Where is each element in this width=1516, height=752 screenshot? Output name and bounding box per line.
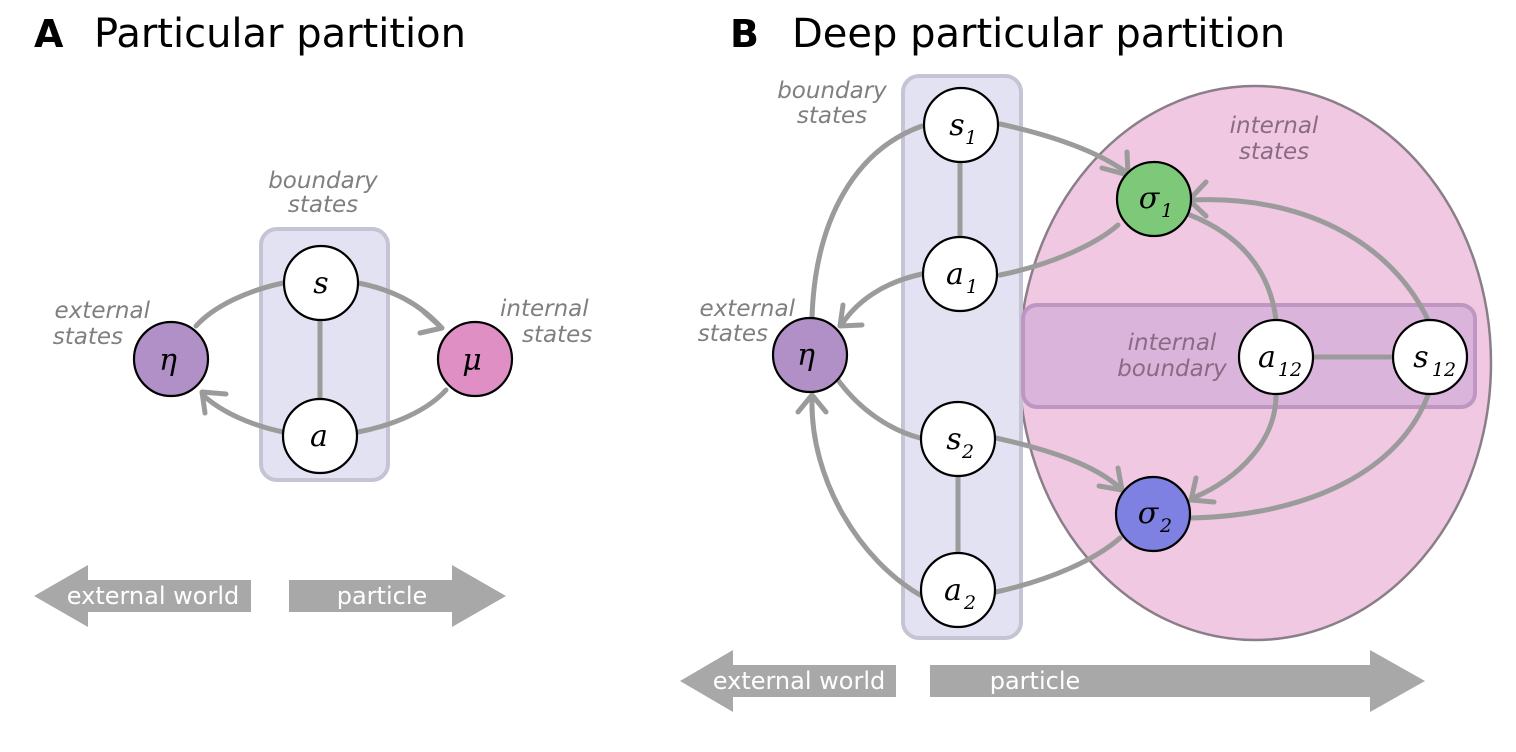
panel-b-node-a1-label: a [946, 257, 964, 292]
panel-b-edge-eta-s2 [835, 377, 923, 441]
panel-a-node-s-label: s [313, 266, 328, 301]
panel-b-node-a2-label: a [944, 573, 962, 608]
panel-a-boundary-label-line2: states [288, 192, 358, 218]
panel-a-external-label-line1: external [55, 298, 151, 324]
panel-b-edge-s12-sigma2 [1189, 392, 1431, 521]
panel-b-node-s2-label: s [946, 422, 961, 457]
panel-b-node-s1-subscript: 1 [965, 127, 977, 149]
panel-a-arrowhead-eta [199, 389, 229, 416]
panel-b-internal-label-line1: internal [1230, 113, 1319, 139]
panel-a-node-a-label: a [310, 419, 328, 454]
panel-b-arrowhead-sigma2-from-s2 [1096, 465, 1125, 493]
panel-b-node-s12-label: s [1413, 340, 1428, 375]
panel-b-arrowhead-eta-from-a2 [795, 392, 829, 415]
panel-b-node-sigma2-subscript: 2 [1159, 515, 1172, 537]
panel-b-particle-arrow: particle [930, 650, 1425, 712]
panel-b-node-a12: a 12 [1237, 318, 1315, 396]
panel-b-internal-label-line2: states [1239, 139, 1309, 165]
panel-b-node-a12-subscript: 12 [1278, 359, 1302, 381]
panel-a-external-world-label: external world [67, 582, 239, 610]
panel-b-boundary-label-line2: states [797, 103, 867, 129]
panel-b-node-a1: a 1 [921, 235, 999, 313]
panel-b-node-sigma2: σ 2 [1114, 475, 1192, 553]
panel-a-boundary-label-line1: boundary [268, 168, 378, 194]
panel-b-edge-a12-sigma2 [1190, 392, 1279, 501]
panel-a-internal-label-line1: internal [500, 296, 589, 322]
panel-a-edge-a-eta [201, 393, 286, 435]
panel-b-arrowhead-sigma2-from-a12 [1188, 475, 1217, 505]
panel-b-external-world-label: external world [713, 667, 885, 695]
panel-a-node-s: s [282, 244, 360, 322]
panel-b-node-a1-subscript: 1 [966, 276, 978, 298]
panel-b-title: Deep particular partition [792, 11, 1285, 57]
panel-b-particle-label: particle [990, 667, 1081, 695]
panel-b-node-a2-subscript: 2 [963, 592, 976, 614]
panel-b-external-label-line1: external [700, 296, 796, 322]
panel-b-edge-s2-sigma2 [993, 435, 1123, 491]
panel-b-node-a2: a 2 [919, 551, 997, 629]
panel-b-node-s1-label: s [949, 108, 964, 143]
panel-a: A Particular partition boundary states e… [34, 11, 592, 627]
panel-b-letter: B [730, 12, 759, 56]
panel-b-node-s2: s 2 [919, 400, 997, 478]
panel-b-edge-a2-sigma2 [993, 535, 1123, 595]
panel-a-edge-a-mu [355, 387, 449, 435]
panel-b-edge-a2-eta [809, 395, 923, 598]
panel-b: B Deep particular partition boundary sta… [680, 11, 1493, 712]
panel-a-node-mu-label: μ [462, 343, 482, 378]
panel-b-node-eta-label: η [797, 338, 815, 373]
panel-a-edge-s-eta [193, 280, 286, 329]
panel-b-node-s2-subscript: 2 [961, 441, 974, 463]
panel-b-node-s12: s 12 [1391, 318, 1469, 396]
panel-a-external-world-arrow: external world [34, 565, 251, 627]
panel-b-edge-s1-eta [809, 123, 925, 321]
panel-b-internal-boundary-label-line1: internal [1128, 330, 1217, 356]
panel-b-edge-s12-sigma1 [1189, 197, 1431, 323]
panel-a-external-label-line2: states [53, 324, 123, 350]
panel-a-node-eta-label: η [159, 343, 177, 378]
panel-a-particle-label: particle [337, 582, 428, 610]
panel-b-edge-a1-eta [839, 271, 925, 327]
panel-b-external-world-arrow: external world [680, 650, 896, 712]
panel-b-edge-s1-sigma1 [997, 121, 1129, 175]
panel-a-title: Particular partition [94, 11, 466, 57]
panel-a-arrowhead-mu [417, 309, 445, 336]
panel-b-edge-sigma1-a12 [1187, 212, 1279, 323]
panel-b-node-sigma1-subscript: 1 [1161, 200, 1173, 222]
panel-a-letter: A [34, 12, 64, 56]
panel-b-internal-boundary-label-line2: boundary [1117, 356, 1227, 382]
panel-b-node-sigma2-label: σ [1138, 496, 1160, 531]
panel-b-node-sigma1: σ 1 [1115, 160, 1193, 238]
panel-a-node-a: a [281, 397, 359, 475]
panel-b-node-s1: s 1 [922, 86, 1000, 164]
panel-a-node-eta: η [132, 320, 210, 398]
panel-a-particle-arrow: particle [289, 565, 506, 627]
panel-b-edge-a1-sigma1 [997, 222, 1121, 278]
panel-b-external-label-line2: states [698, 321, 768, 347]
panel-b-node-s12-subscript: 12 [1432, 359, 1456, 381]
panel-b-boundary-label-line1: boundary [777, 78, 887, 104]
panel-a-node-mu: μ [436, 320, 514, 398]
panel-b-node-sigma1-label: σ [1139, 181, 1161, 216]
panel-b-node-a12-label: a [1258, 340, 1276, 375]
panel-a-internal-label-line2: states [522, 322, 592, 348]
panel-b-arrowhead-eta-from-a1 [837, 302, 865, 329]
panel-b-node-eta: η [771, 316, 849, 394]
